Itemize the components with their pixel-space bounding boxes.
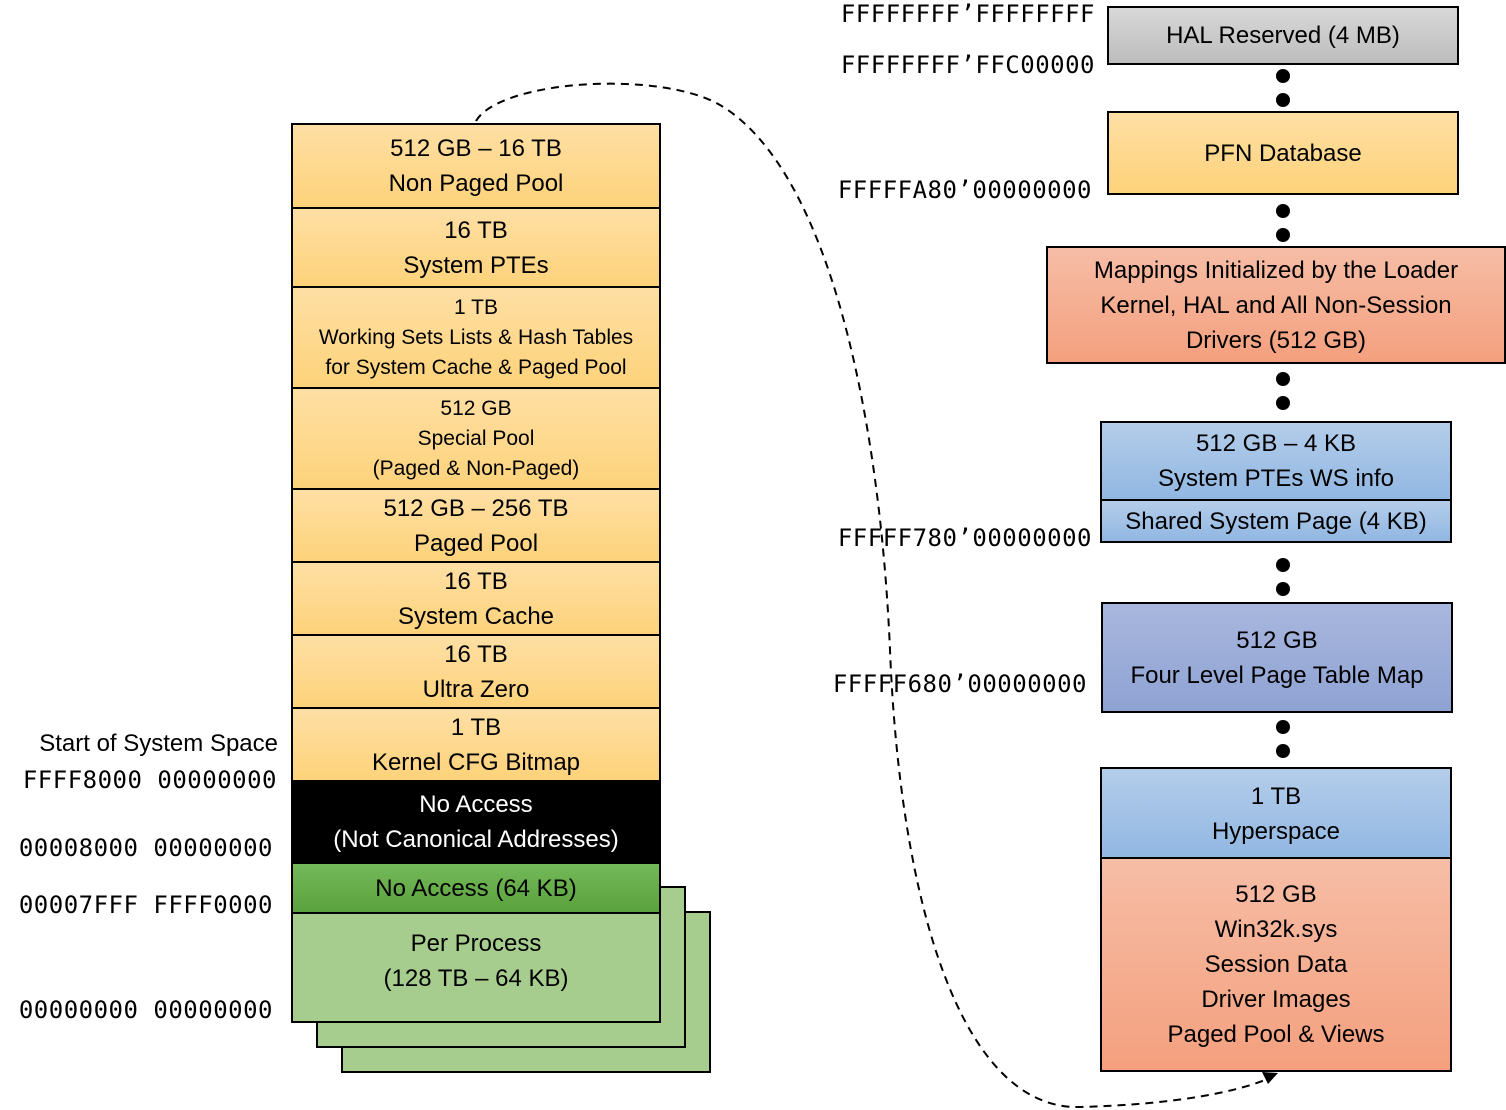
region-hal-reserved: HAL Reserved (4 MB): [1107, 6, 1459, 65]
region-name-2: Kernel, HAL and All Non-Session: [1100, 291, 1452, 319]
address-zero: 00000000 00000000: [18, 996, 273, 1024]
region-size: 512 GB – 16 TB: [390, 135, 562, 162]
address-top: FFFFFFFF’FFFFFFFF: [840, 0, 1095, 28]
region-size: 1 TB: [1250, 782, 1302, 810]
address-page-table-map: FFFFF680’00000000: [832, 670, 1087, 698]
region-name: Special Pool: [417, 426, 535, 450]
arrow-head-icon: [1262, 1072, 1278, 1084]
ellipsis-dot: [1276, 396, 1290, 410]
region-size: 512 GB – 4 KB: [1195, 430, 1357, 457]
region-system-ptes-ws-info: 512 GB – 4 KB System PTEs WS info: [1100, 421, 1452, 501]
region-size: 16 TB: [444, 216, 508, 244]
region-page-table-map: 512 GB Four Level Page Table Map: [1101, 602, 1453, 713]
region-shared-system-page: Shared System Page (4 KB): [1100, 499, 1452, 543]
start-of-system-space-label: Start of System Space: [39, 730, 278, 757]
region-size: 512 GB – 256 TB: [383, 494, 569, 522]
address-pfn: FFFFFA80’00000000: [837, 176, 1092, 204]
ellipsis-dot: [1276, 69, 1290, 83]
ellipsis-dot: [1276, 372, 1290, 386]
region-system-cache: 16 TB System Cache: [291, 561, 661, 636]
region-special-pool: 512 GB Special Pool (Paged & Non-Paged): [291, 387, 661, 490]
address-shared-page: FFFFF780’00000000: [837, 524, 1092, 552]
region-name: Hyperspace: [1211, 817, 1341, 845]
address-system-start: FFFF8000 00000000: [22, 766, 277, 794]
region-name: Kernel CFG Bitmap: [371, 748, 581, 776]
region-name: Per Process: [410, 930, 542, 957]
address-hal: FFFFFFFF’FFC00000: [840, 51, 1095, 79]
ellipsis-dot: [1276, 582, 1290, 596]
region-loader-mappings: Mappings Initialized by the Loader Kerne…: [1046, 246, 1506, 364]
ellipsis-dot: [1276, 228, 1290, 242]
region-no-access-64kb: No Access (64 KB): [291, 862, 661, 914]
address-no-access-64kb: 00007FFF FFFF0000: [18, 891, 273, 919]
region-name-2: Session Data: [1204, 951, 1348, 978]
region-name: Four Level Page Table Map: [1130, 661, 1424, 689]
region-name: PFN Database: [1204, 139, 1362, 167]
region-size: 512 GB: [1235, 881, 1317, 908]
region-size: 16 TB: [444, 640, 508, 668]
region-name: Ultra Zero: [422, 675, 530, 703]
region-non-paged-pool: 512 GB – 16 TB Non Paged Pool: [291, 123, 661, 209]
region-paged-pool: 512 GB – 256 TB Paged Pool: [291, 488, 661, 563]
ellipsis-dot: [1276, 744, 1290, 758]
region-kernel-cfg-bitmap: 1 TB Kernel CFG Bitmap: [291, 707, 661, 782]
region-ultra-zero: 16 TB Ultra Zero: [291, 634, 661, 709]
region-name: No Access: [419, 791, 533, 818]
region-name: Paged Pool: [413, 529, 539, 557]
region-size: 512 GB: [440, 396, 512, 420]
region-name-2: for System Cache & Paged Pool: [325, 355, 627, 379]
region-size: (128 TB – 64 KB): [383, 965, 569, 992]
region-non-canonical: No Access (Not Canonical Addresses): [291, 780, 661, 864]
region-size: 1 TB: [454, 295, 498, 319]
region-system-ptes: 16 TB System PTEs: [291, 207, 661, 288]
region-hyperspace: 1 TB Hyperspace: [1100, 767, 1452, 860]
region-name: No Access (64 KB): [375, 874, 577, 902]
ellipsis-dot: [1276, 93, 1290, 107]
region-size: 16 TB: [444, 567, 508, 595]
region-name: Working Sets Lists & Hash Tables: [318, 325, 634, 349]
region-name: System Cache: [397, 602, 555, 630]
region-name-4: Paged Pool & Views: [1167, 1021, 1385, 1048]
region-per-process: Per Process (128 TB – 64 KB): [291, 912, 661, 1023]
ellipsis-dot: [1276, 204, 1290, 218]
ellipsis-dot: [1276, 558, 1290, 572]
region-name-2: (Not Canonical Addresses): [333, 826, 619, 853]
region-name: Win32k.sys: [1214, 916, 1338, 943]
region-name: HAL Reserved (4 MB): [1166, 22, 1400, 49]
region-working-sets: 1 TB Working Sets Lists & Hash Tables fo…: [291, 286, 661, 389]
region-name: System PTEs: [403, 251, 549, 279]
address-non-canonical: 00008000 00000000: [18, 834, 273, 862]
region-name: Non Paged Pool: [388, 170, 564, 197]
region-pfn-database: PFN Database: [1107, 111, 1459, 195]
region-name: System PTEs WS info: [1157, 465, 1395, 492]
region-name: Shared System Page (4 KB): [1125, 507, 1427, 535]
region-name-3: Driver Images: [1201, 986, 1351, 1013]
region-size: 1 TB: [450, 713, 502, 741]
region-name: Mappings Initialized by the Loader: [1093, 256, 1459, 284]
region-size: 512 GB: [1236, 626, 1318, 654]
region-name-2: (Paged & Non-Paged): [372, 456, 580, 480]
ellipsis-dot: [1276, 720, 1290, 734]
region-session-space: 512 GB Win32k.sys Session Data Driver Im…: [1100, 857, 1452, 1072]
region-name-3: Drivers (512 GB): [1185, 326, 1367, 354]
